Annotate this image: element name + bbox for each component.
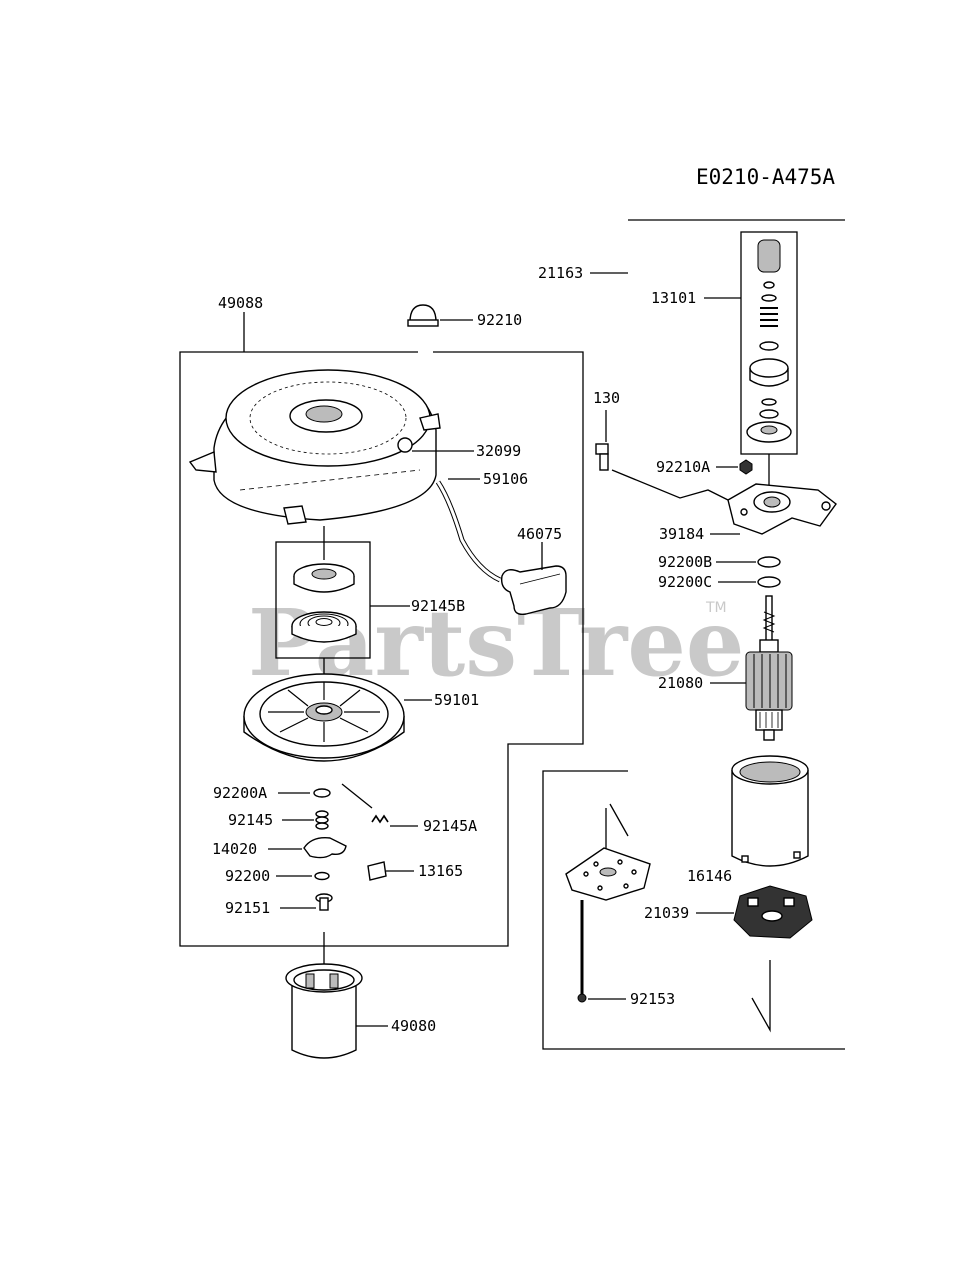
label-92200C[interactable]: 92200C (658, 573, 712, 591)
starter-cup[interactable] (285, 963, 363, 1059)
label-59101[interactable]: 59101 (434, 691, 479, 709)
cap-nut-92210[interactable] (407, 304, 439, 327)
label-39184[interactable]: 39184 (659, 525, 704, 543)
label-92145[interactable]: 92145 (228, 811, 273, 829)
guide-line-upper (609, 803, 629, 837)
recoil-starter-group: 49088 92210 32099 59106 (179, 294, 584, 1059)
bolt-130[interactable] (595, 443, 609, 471)
nut-92210A[interactable] (739, 459, 753, 475)
label-92153[interactable]: 92153 (630, 990, 675, 1008)
label-46075[interactable]: 46075 (517, 525, 562, 543)
axis-line-92145A (341, 783, 373, 809)
spring-92145A[interactable] (371, 814, 389, 824)
recoil-spring[interactable] (291, 611, 357, 643)
through-bolt-92153[interactable] (577, 900, 587, 1003)
brush-holder-21039[interactable] (733, 885, 813, 939)
label-92200B[interactable]: 92200B (658, 553, 712, 571)
bolt-130-path (611, 469, 741, 507)
reel-pulley[interactable] (243, 673, 405, 762)
guide-13165[interactable] (367, 861, 387, 881)
recoil-housing[interactable] (188, 369, 441, 525)
label-59106[interactable]: 59106 (483, 470, 528, 488)
label-21163[interactable]: 21163 (538, 264, 583, 282)
pinion-kit-parts[interactable] (746, 239, 792, 443)
label-130[interactable]: 130 (593, 389, 620, 407)
spring-cover[interactable] (293, 563, 355, 593)
label-21080[interactable]: 21080 (658, 674, 703, 692)
watermark-tm: TM (705, 600, 727, 616)
label-13101[interactable]: 13101 (651, 289, 696, 307)
label-92145A[interactable]: 92145A (423, 817, 477, 835)
bolt-92151[interactable] (315, 893, 333, 911)
electric-starter-group: 21163 13101 130 92210A (538, 219, 845, 1050)
armature-21080[interactable] (745, 595, 793, 741)
label-92200A[interactable]: 92200A (213, 784, 267, 802)
spring-92145[interactable] (315, 810, 329, 830)
washer-92200C[interactable] (757, 576, 781, 588)
label-21039[interactable]: 21039 (644, 904, 689, 922)
end-cover[interactable] (565, 847, 651, 901)
label-92210A[interactable]: 92210A (656, 458, 710, 476)
label-92151[interactable]: 92151 (225, 899, 270, 917)
label-13165[interactable]: 13165 (418, 862, 463, 880)
washer-92200[interactable] (314, 871, 330, 881)
bracket-39184[interactable] (727, 483, 837, 535)
label-92145B[interactable]: 92145B (411, 597, 465, 615)
washer-92200B[interactable] (757, 556, 781, 568)
label-16146[interactable]: 16146 (687, 867, 732, 885)
starter-handle[interactable] (500, 565, 567, 616)
label-92210[interactable]: 92210 (477, 311, 522, 329)
label-49080[interactable]: 49080 (391, 1017, 436, 1035)
yoke-16146[interactable] (731, 755, 809, 867)
label-92200[interactable]: 92200 (225, 867, 270, 885)
guide-line-lower (751, 960, 771, 1033)
spring-subframe (275, 541, 371, 659)
label-49088[interactable]: 49088 (218, 294, 263, 312)
recoil-frame (179, 351, 584, 947)
diagram-code: E0210-A475A (696, 165, 835, 189)
washer-92200A[interactable] (313, 788, 331, 798)
label-14020[interactable]: 14020 (212, 840, 257, 858)
ratchet-14020[interactable] (303, 837, 347, 859)
starter-frame-bottom (542, 770, 845, 1050)
label-32099[interactable]: 32099 (476, 442, 521, 460)
